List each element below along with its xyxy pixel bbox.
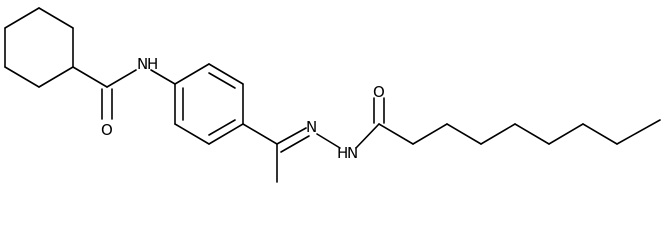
bond — [446, 123, 482, 145]
bond — [616, 119, 661, 145]
bond — [174, 63, 210, 85]
acyl-carbonyl — [373, 97, 385, 124]
amide-oxygen-label: O — [101, 121, 113, 139]
bond — [582, 123, 618, 145]
bond — [150, 69, 176, 85]
bond — [378, 123, 414, 145]
bond — [174, 123, 210, 145]
bond — [208, 123, 244, 145]
amide-hydrogen-label: H — [147, 55, 158, 73]
hydrazone-group — [242, 123, 380, 183]
bond — [276, 127, 307, 145]
bond — [208, 119, 236, 136]
chemical-structure: N H O N H N O — [4, 7, 661, 183]
hydrazide-nitrogen-label: N — [347, 144, 358, 162]
bond — [548, 123, 584, 145]
acyl-oxygen-label: O — [373, 83, 385, 101]
bond — [355, 123, 380, 149]
bond — [242, 123, 278, 145]
hydrazide-hydrogen-label: H — [337, 144, 348, 162]
cyclohexane-ring — [4, 7, 74, 88]
bond — [480, 123, 516, 145]
bond — [4, 7, 40, 29]
bond — [514, 123, 550, 145]
bond — [316, 133, 341, 149]
bond — [280, 135, 310, 153]
alkyl-chain — [378, 119, 661, 145]
bond — [412, 123, 448, 145]
bond — [4, 66, 40, 88]
imine-nitrogen-label: N — [306, 118, 317, 136]
bond — [208, 72, 236, 89]
amide-group — [72, 66, 176, 120]
amide-nitrogen-label: N — [137, 55, 148, 73]
benzene-ring — [174, 63, 244, 145]
bond — [38, 7, 74, 29]
bond — [106, 69, 137, 88]
bond — [72, 66, 108, 88]
bond — [208, 63, 244, 85]
bond — [38, 66, 74, 88]
